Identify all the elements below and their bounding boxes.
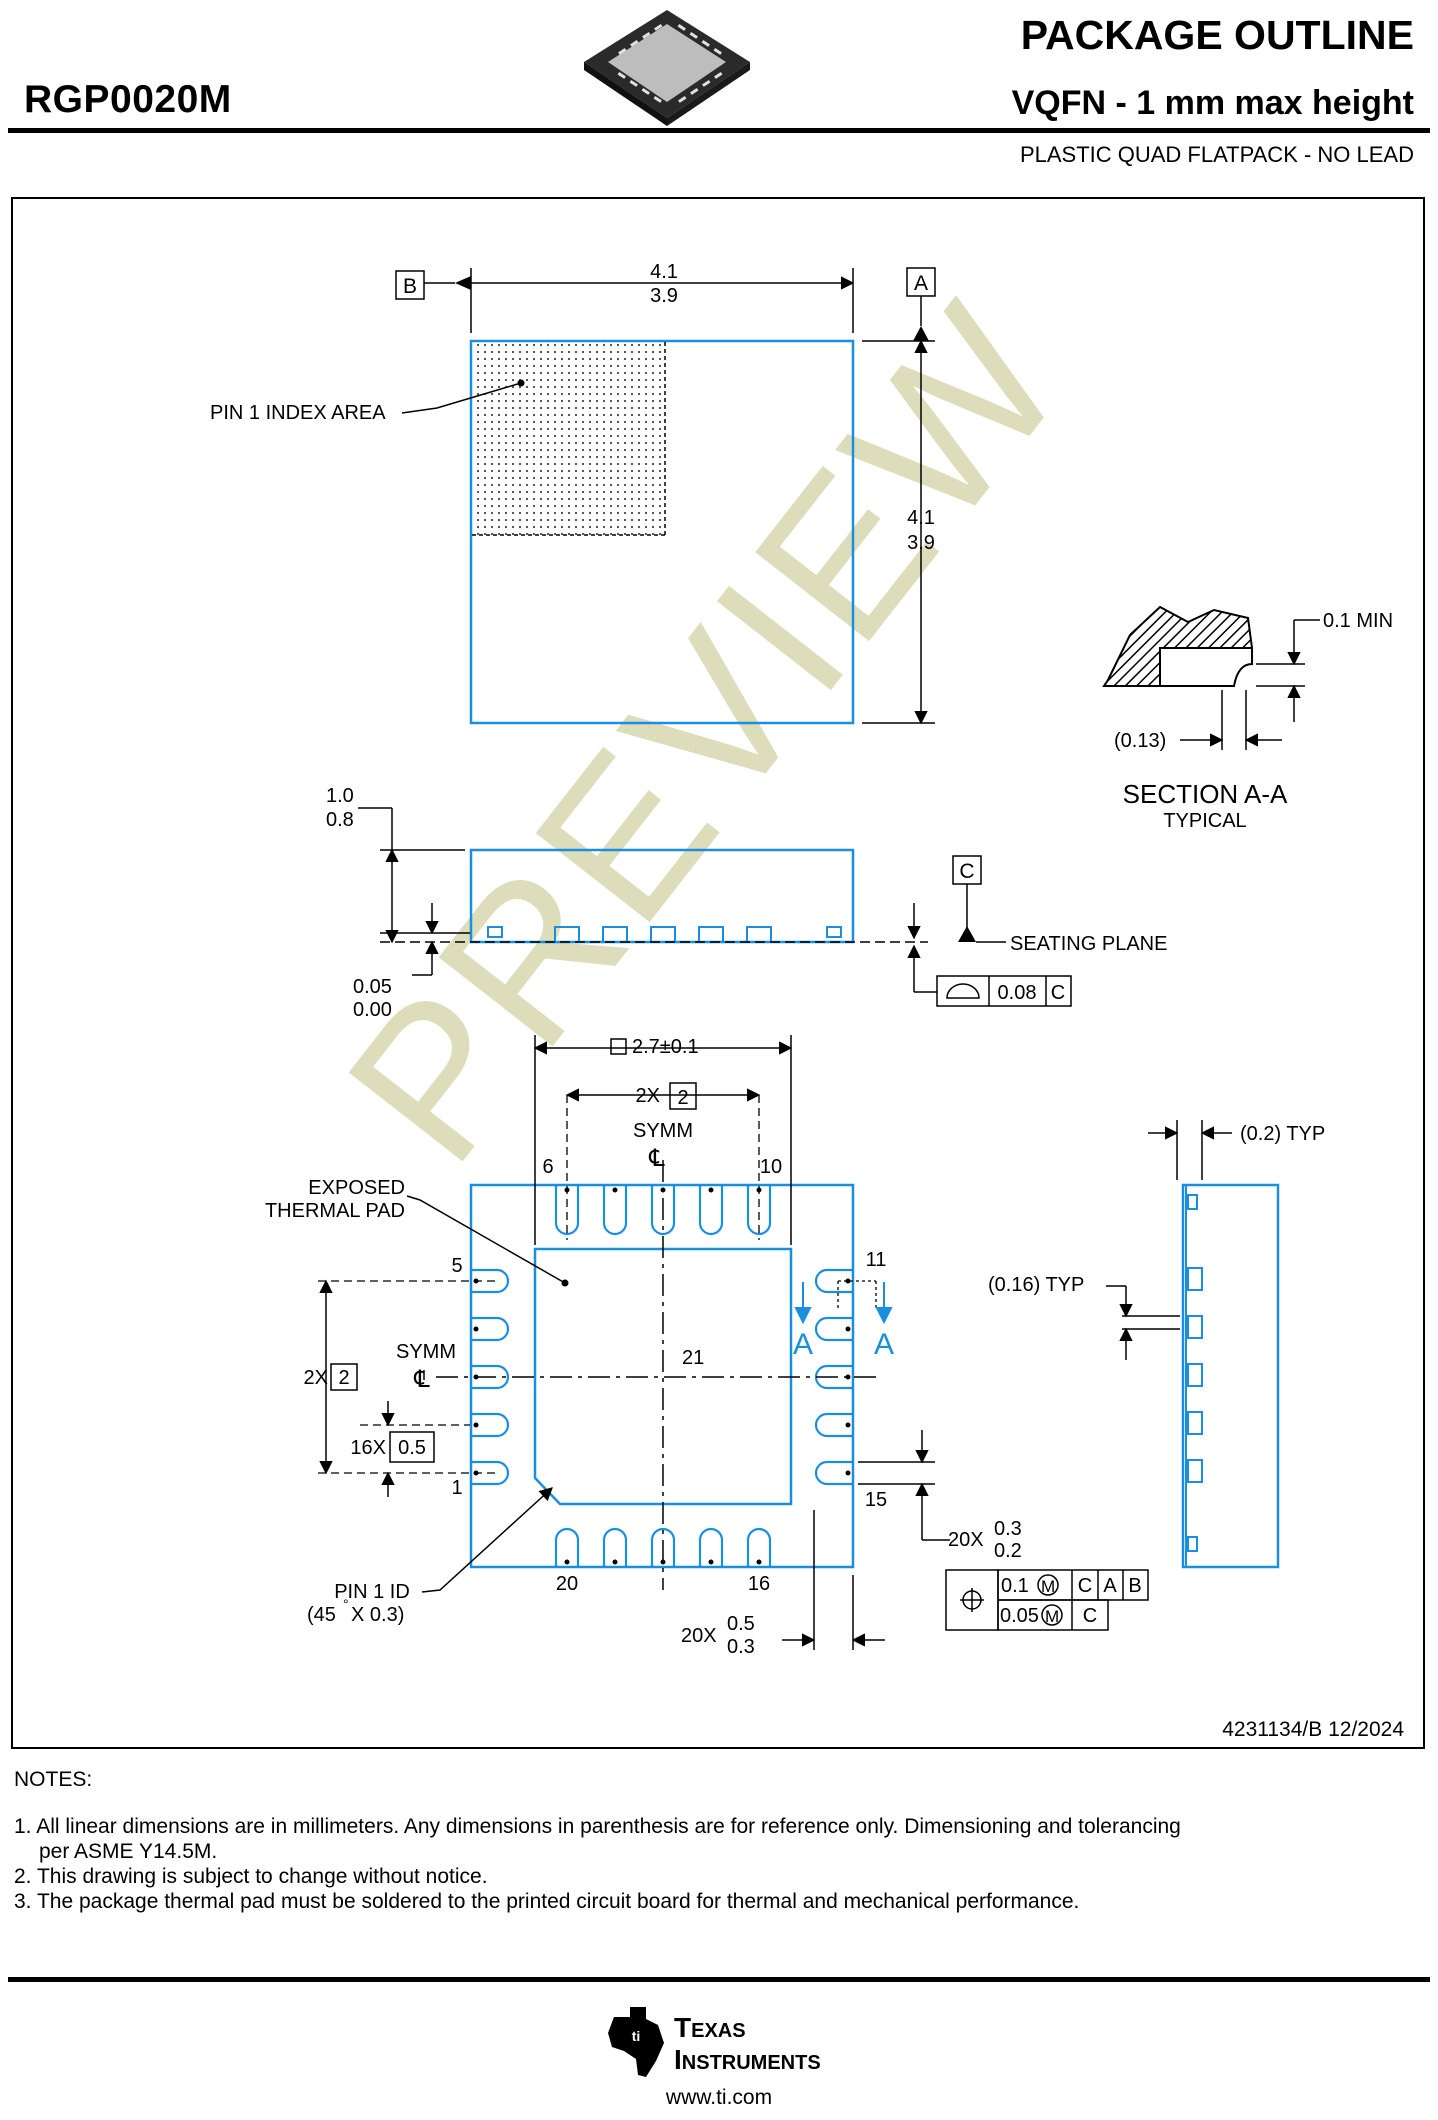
pitch-16x-count: 16X bbox=[350, 1437, 386, 1459]
pin-label-16: 16 bbox=[748, 1573, 770, 1595]
pad-size-label: 2.7±0.1 bbox=[632, 1036, 699, 1058]
datum-b-box bbox=[395, 270, 425, 300]
symm-label-left: SYMM bbox=[396, 1341, 456, 1363]
pin1-id-label-1: PIN 1 ID bbox=[334, 1581, 410, 1603]
tol-datum-b: B bbox=[1128, 1575, 1141, 1597]
package-chip-icon bbox=[584, 10, 750, 126]
pin-label-10: 10 bbox=[760, 1156, 782, 1178]
drawing-frame bbox=[11, 197, 1425, 1749]
section-marker-2: A bbox=[874, 1328, 894, 1361]
section-ref-label: (0.13) bbox=[1114, 730, 1166, 752]
lead-width-min: 0.2 bbox=[994, 1540, 1022, 1562]
pin1-id-label-3: X 0.3) bbox=[351, 1604, 404, 1626]
tol-value-2: 0.05 bbox=[1000, 1605, 1039, 1627]
ti-monogram: ti bbox=[632, 2028, 641, 2044]
pin-label-5: 5 bbox=[451, 1255, 462, 1277]
pin-label-20: 20 bbox=[556, 1573, 578, 1595]
section-min-label: 0.1 MIN bbox=[1323, 610, 1393, 632]
pin1-index-area bbox=[472, 342, 665, 535]
package-subtitle: PLASTIC QUAD FLATPACK - NO LEAD bbox=[1019, 142, 1414, 167]
side-standoff-max: 0.05 bbox=[353, 976, 392, 998]
lead-width-max: 0.3 bbox=[994, 1518, 1022, 1540]
end-lead-ref: (0.2) TYP bbox=[1240, 1123, 1325, 1145]
top-view bbox=[395, 267, 936, 725]
side-height-min: 0.8 bbox=[326, 809, 354, 831]
package-title: VQFN - 1 mm max height bbox=[1011, 84, 1414, 122]
drawing-number: 4231134/B 12/2024 bbox=[1222, 1718, 1404, 1741]
part-number: RGP0020M bbox=[24, 78, 232, 121]
document-type: PACKAGE OUTLINE bbox=[1020, 12, 1414, 58]
note-1: 1. All linear dimensions are in millimet… bbox=[14, 1815, 1181, 1838]
side-view bbox=[358, 807, 1072, 1007]
section-title: SECTION A-A bbox=[1123, 779, 1288, 809]
pin-label-21: 21 bbox=[682, 1347, 704, 1369]
note-3: 3. The package thermal pad must be solde… bbox=[14, 1890, 1080, 1913]
tol-datum-c2: C bbox=[1083, 1605, 1097, 1627]
logo-line-1: Texas bbox=[674, 2012, 746, 2043]
lead-width-count: 20X bbox=[948, 1529, 984, 1551]
texas-state-icon bbox=[608, 2007, 664, 2077]
flatness-datum: C bbox=[1051, 982, 1065, 1004]
pin-label-15: 15 bbox=[865, 1489, 887, 1511]
exposed-pad-label-2: THERMAL PAD bbox=[265, 1200, 405, 1222]
section-subtitle: TYPICAL bbox=[1163, 810, 1246, 832]
note-2: 2. This drawing is subject to change wit… bbox=[14, 1865, 488, 1888]
pin-label-1: 1 bbox=[451, 1477, 462, 1499]
left-2x-count: 2X bbox=[304, 1367, 328, 1389]
pitch-count-top: 2X bbox=[636, 1085, 660, 1107]
website-url[interactable]: www.ti.com bbox=[665, 2086, 773, 2109]
exposed-pad-label-1: EXPOSED bbox=[308, 1177, 405, 1199]
pitch-box-top: 2 bbox=[677, 1087, 688, 1109]
package-drawing: PREVIEW B A 4.1 3.9 4.1 3.9 PIN 1 INDEX … bbox=[210, 261, 1393, 1658]
tol-datum-a: A bbox=[1103, 1575, 1117, 1597]
tol-value-1: 0.1 bbox=[1001, 1575, 1029, 1597]
header-rule bbox=[8, 128, 1430, 133]
centerline-icon-left: ℄ bbox=[413, 1366, 430, 1393]
mmc-1: M bbox=[1041, 1577, 1055, 1596]
top-width-min: 3.9 bbox=[650, 285, 678, 307]
notes-title: NOTES: bbox=[14, 1768, 93, 1791]
top-height-min: 3.9 bbox=[907, 532, 935, 554]
side-height-max: 1.0 bbox=[326, 785, 354, 807]
pin-label-11: 11 bbox=[866, 1249, 887, 1271]
datum-a-label: A bbox=[914, 272, 928, 295]
lead-length-min: 0.3 bbox=[727, 1636, 755, 1658]
symm-label-top: SYMM bbox=[633, 1120, 693, 1142]
watermark: PREVIEW bbox=[302, 262, 1109, 1203]
note-1-continued: per ASME Y14.5M. bbox=[39, 1840, 218, 1863]
side-standoff-min: 0.00 bbox=[353, 999, 392, 1021]
flatness-icon bbox=[946, 983, 980, 999]
logo-line-2: Instruments bbox=[674, 2044, 821, 2075]
end-view bbox=[1106, 1120, 1280, 1569]
mmc-2: M bbox=[1045, 1607, 1059, 1626]
section-aa-view bbox=[1102, 605, 1320, 750]
pin1-index-area-label: PIN 1 INDEX AREA bbox=[210, 402, 386, 424]
seating-plane-label: SEATING PLANE bbox=[1010, 933, 1167, 955]
texas-instruments-logo: ti Texas Instruments bbox=[608, 2007, 821, 2077]
pitch-16x-box: 0.5 bbox=[398, 1437, 426, 1459]
pin1-id-label-2: (45 bbox=[307, 1604, 336, 1626]
bottom-view bbox=[318, 1035, 1149, 1650]
bottom-view-outline bbox=[469, 1183, 855, 1569]
pin-label-6: 6 bbox=[542, 1156, 553, 1178]
left-2x-box: 2 bbox=[338, 1367, 349, 1389]
top-view-outline bbox=[469, 339, 855, 725]
centerline-icon-top: ℄ bbox=[648, 1145, 665, 1172]
datum-b-label: B bbox=[403, 275, 417, 298]
flatness-control-frame bbox=[936, 975, 1072, 1007]
thermal-pad bbox=[533, 1247, 793, 1506]
footer-rule bbox=[8, 1977, 1430, 1982]
section-marker-1: A bbox=[793, 1328, 813, 1361]
top-height-max: 4.1 bbox=[907, 507, 935, 529]
end-gap-ref: (0.16) TYP bbox=[988, 1274, 1084, 1296]
degree-symbol: ° bbox=[343, 1596, 349, 1612]
tol-datum-c1: C bbox=[1078, 1575, 1092, 1597]
notes-list: 1. All linear dimensions are in millimet… bbox=[14, 1814, 1394, 1914]
top-width-max: 4.1 bbox=[650, 261, 678, 283]
lead-length-count: 20X bbox=[681, 1625, 717, 1647]
flatness-value: 0.08 bbox=[998, 982, 1037, 1004]
datum-c-label: C bbox=[959, 860, 974, 883]
lead-length-max: 0.5 bbox=[727, 1613, 755, 1635]
end-view-outline bbox=[1181, 1183, 1280, 1569]
